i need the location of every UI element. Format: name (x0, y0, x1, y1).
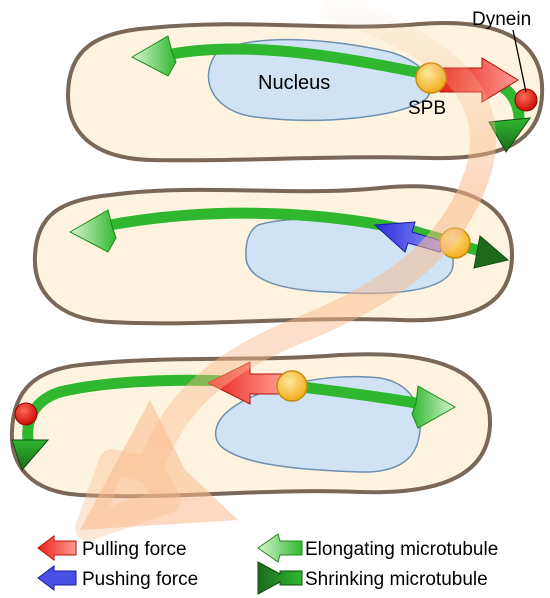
cell-3-elongating-microtubule-right-tip (411, 385, 457, 429)
cell-1-shrinking-microtubule-tip (488, 117, 532, 153)
elongating-microtubule-icon (257, 533, 303, 563)
dynein-label: Dynein (472, 9, 531, 30)
legend-elongating-microtubule: Elongating microtubule (257, 533, 498, 563)
dynein-pointer-line (512, 29, 527, 93)
shrinking-microtubule-icon (257, 561, 303, 595)
nuclear-motion-arrowhead (80, 400, 238, 530)
cell-1-elongating-microtubule (166, 43, 436, 81)
cell-2-elongating-microtubule-left-tip (68, 209, 117, 253)
cell-1-dynein (514, 88, 538, 112)
legend-pulling-force-label: Pulling force (82, 539, 187, 560)
legend-shrinking-microtubule-label: Shrinking microtubule (305, 569, 488, 590)
cell-3-elongating-microtubule-right (289, 380, 426, 410)
cell-3-spb (276, 370, 308, 402)
legend: Pulling force Pushing force Elongating m… (37, 533, 498, 595)
cell-3-pulling-force-arrow (206, 361, 283, 405)
pushing-force-icon (37, 565, 77, 591)
cell-3 (9, 352, 493, 499)
nucleus-label: Nucleus (258, 72, 330, 94)
legend-pushing-force-label: Pushing force (82, 569, 198, 590)
cell-1-elongating-microtubule-tip (130, 35, 177, 77)
cell-2-shrinking-microtubule-right-tip (473, 235, 510, 269)
spb-label: SPB (408, 98, 446, 119)
legend-elongating-microtubule-label: Elongating microtubule (305, 539, 498, 560)
legend-shrinking-microtubule: Shrinking microtubule (257, 561, 488, 595)
cell-3-dynein (14, 402, 38, 426)
cell-3-shrinking-microtubule-left-tip (11, 439, 50, 471)
legend-pulling-force: Pulling force (37, 535, 187, 561)
nuclear-motion-arrow (75, 0, 497, 541)
legend-pushing-force: Pushing force (37, 565, 198, 591)
pulling-force-icon (37, 535, 77, 561)
